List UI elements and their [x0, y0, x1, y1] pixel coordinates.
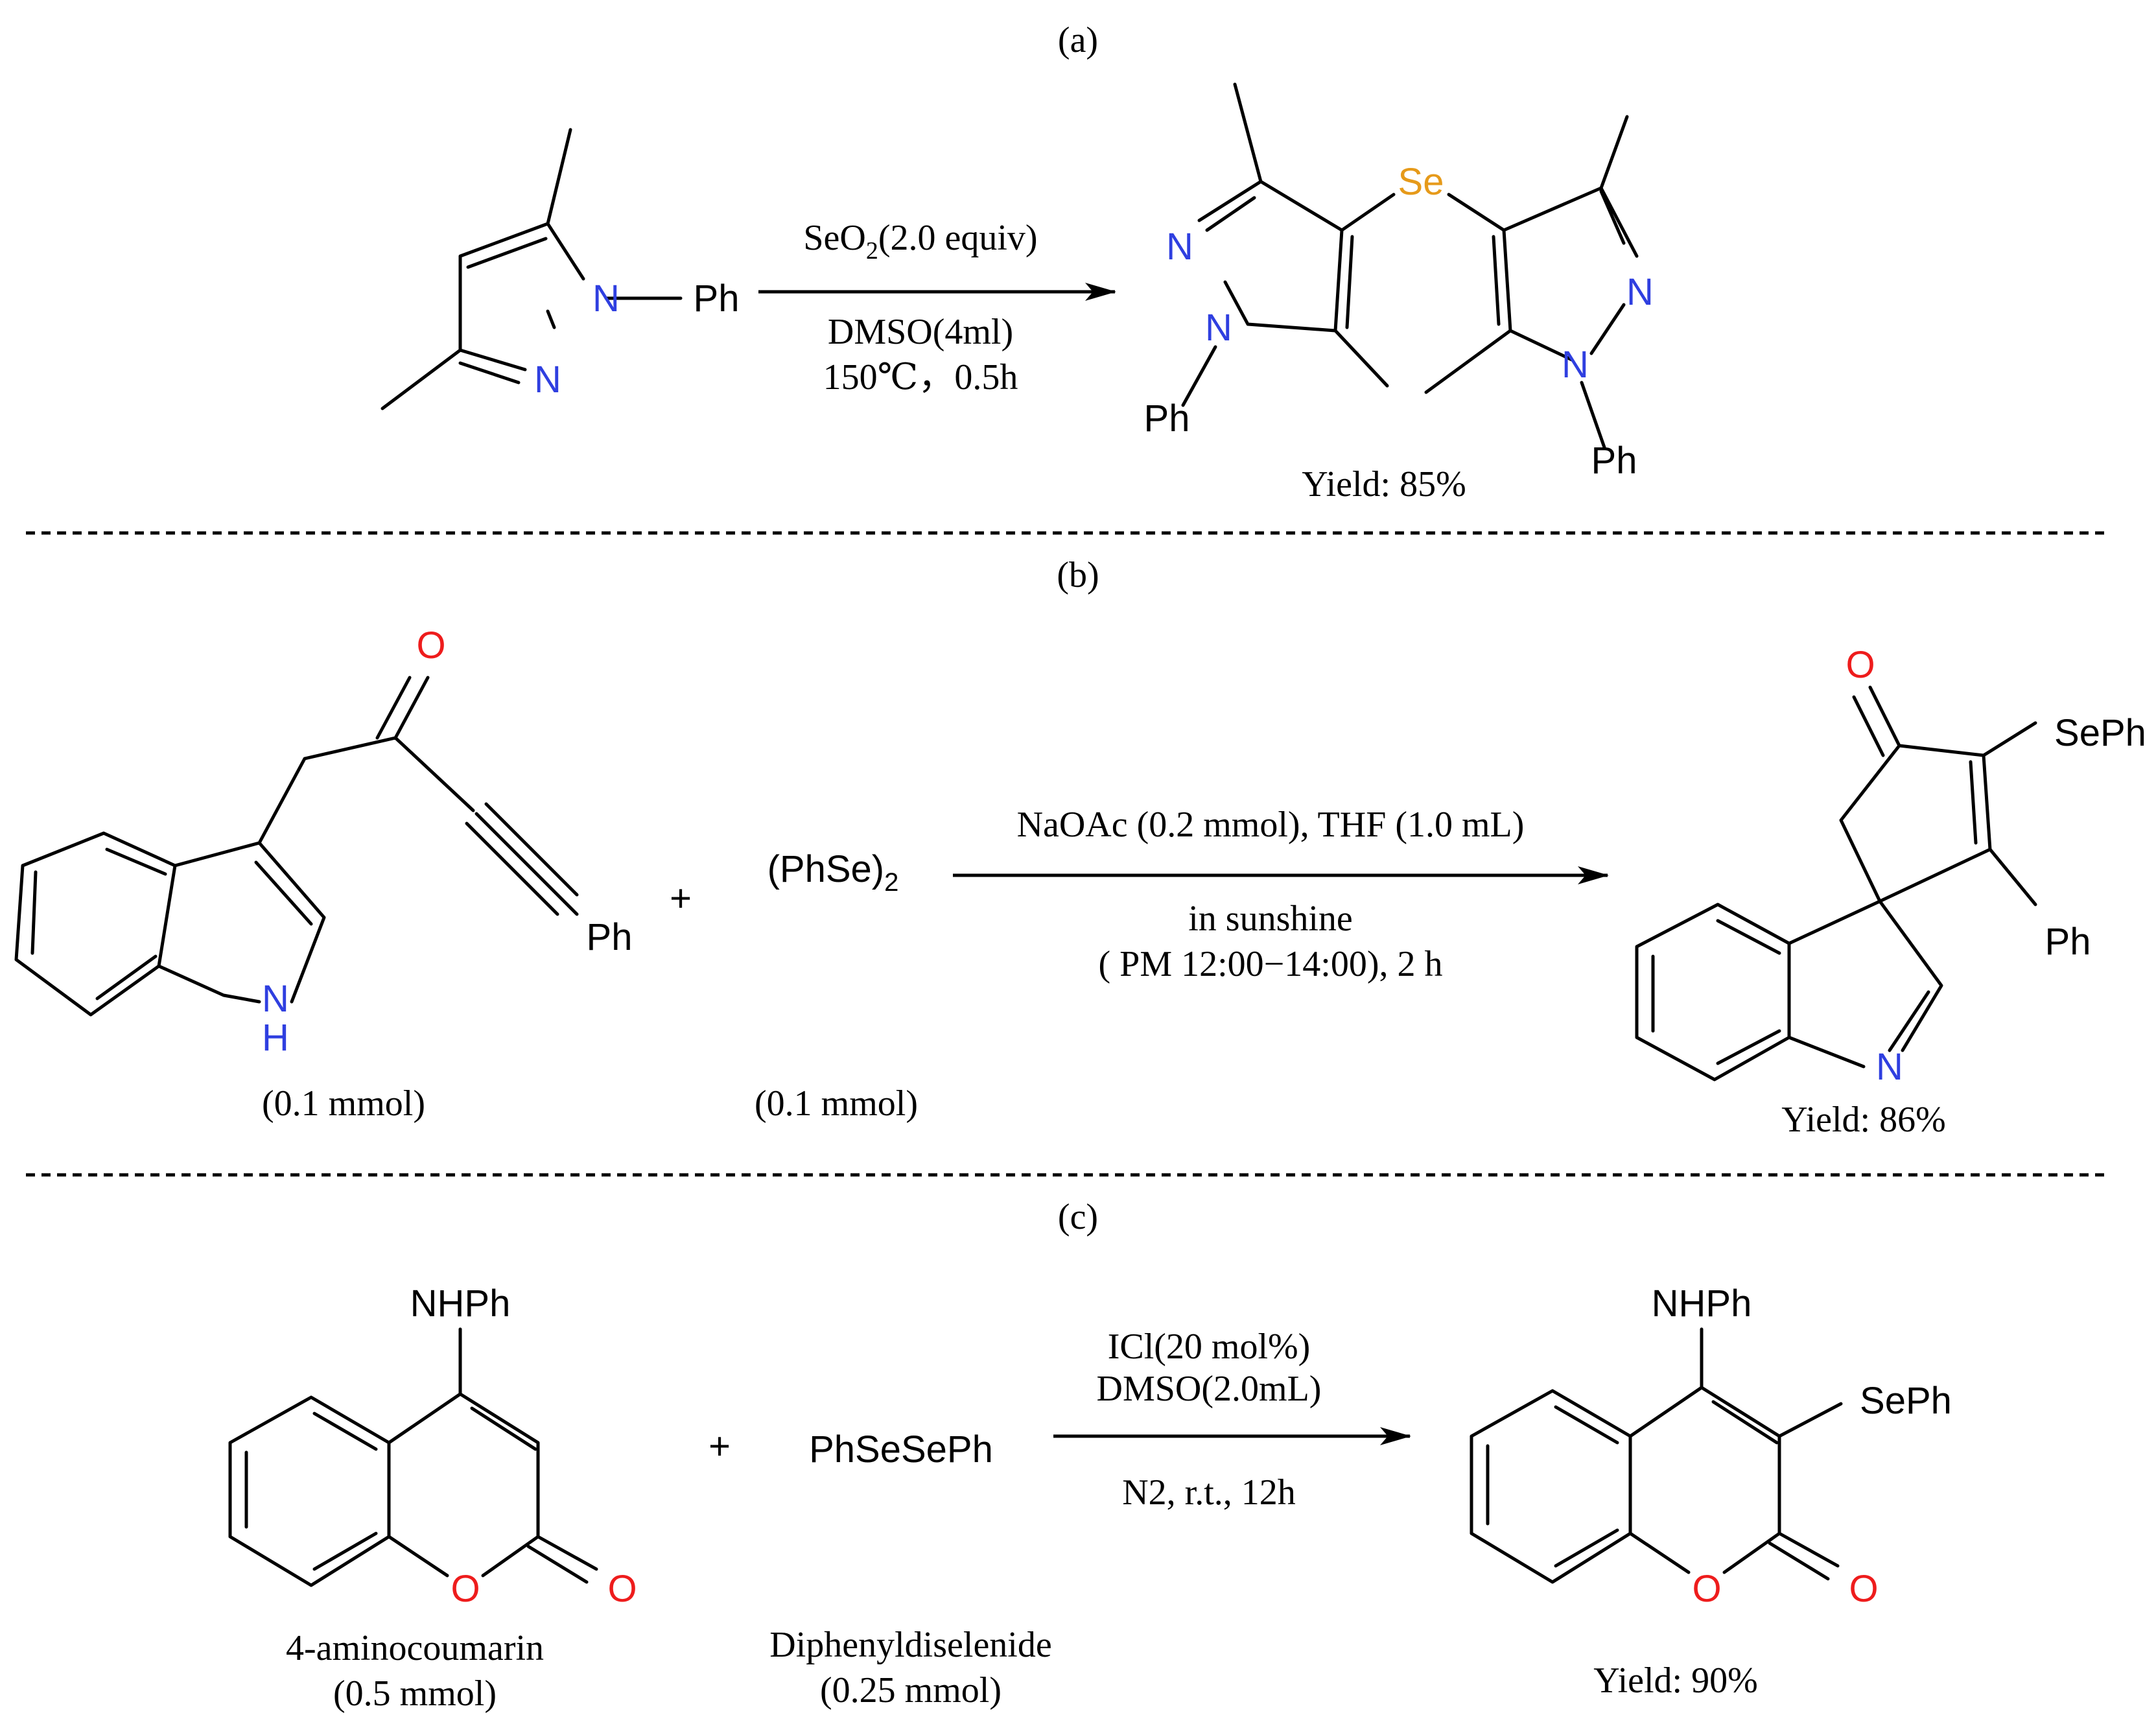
panel-a-conditions: SeO2(2.0 equiv) DMSO(4ml) 150℃，0.5h: [758, 218, 1116, 397]
panel-b-label: (b): [1057, 555, 1099, 595]
panel-c-substrate-name: 4-aminocoumarin: [286, 1628, 544, 1668]
panel-c-product-carbonyl-oxygen: O: [1849, 1568, 1878, 1610]
panel-a-conditions-bottom-2: 150℃，0.5h: [823, 357, 1018, 397]
panel-c-product-nhph: NHPh: [1652, 1283, 1752, 1325]
panel-a-conditions-bottom-1: DMSO(4ml): [828, 312, 1013, 352]
panel-c-product-ring-oxygen: O: [1692, 1568, 1721, 1610]
panel-b-product-seph: SePh: [2054, 712, 2146, 754]
panel-c-product-seph: SePh: [1860, 1380, 1952, 1422]
panel-c-yield: Yield: 90%: [1593, 1661, 1758, 1701]
panel-b-yield: Yield: 86%: [1781, 1100, 1946, 1140]
panel-b: (b) O Ph N H (0.1 mmol) + (PhSe)2 (0.1 m…: [14, 555, 2146, 1140]
panel-b-conditions: NaOAc (0.2 mmol), THF (1.0 mL) in sunshi…: [953, 805, 1609, 984]
panel-b-reagent: (PhSe)2: [767, 848, 899, 897]
panel-b-substrate: O Ph N H: [14, 624, 633, 1059]
panel-c-substrate-carbonyl-oxygen: O: [607, 1568, 637, 1610]
panel-c-substrate-amount: (0.5 mmol): [333, 1673, 497, 1714]
panel-a-reactant-ph: Ph: [694, 278, 740, 320]
panel-b-plus: +: [670, 877, 692, 919]
panel-c-reagent: PhSeSePh: [809, 1428, 993, 1471]
panel-c-reagent-name: Diphenyldiselenide: [769, 1625, 1051, 1665]
panel-a-conditions-top: SeO2(2.0 equiv): [803, 218, 1037, 265]
panel-a-product-ph-left: Ph: [1144, 397, 1190, 440]
panel-a-product-n-left-bottom: N: [1205, 307, 1232, 349]
panel-c-conditions: ICl(20 mol%) DMSO(2.0mL) N2, r.t., 12h: [1053, 1327, 1411, 1513]
panel-a-yield: Yield: 85%: [1302, 464, 1466, 504]
panel-b-substrate-ph: Ph: [587, 916, 633, 958]
panel-a: (a) N N Ph SeO2(2.0 equiv) DMSO(4ml) 150…: [381, 20, 1654, 504]
panel-b-substrate-amount: (0.1 mmol): [262, 1083, 425, 1124]
panel-c-conditions-top-2: DMSO(2.0mL): [1097, 1369, 1322, 1409]
panel-b-product-oxygen: O: [1845, 644, 1875, 686]
panel-b-conditions-bottom-1: in sunshine: [1188, 899, 1353, 939]
panel-c-substrate-ring-oxygen: O: [451, 1568, 480, 1610]
panel-b-substrate-nitrogen: N: [262, 978, 289, 1020]
panel-c-conditions-bottom: N2, r.t., 12h: [1122, 1472, 1296, 1513]
panel-a-product-n-right-top: N: [1626, 271, 1654, 313]
panel-b-substrate-oxygen: O: [416, 624, 445, 667]
panel-c-plus: +: [709, 1425, 731, 1467]
panel-b-product-ph: Ph: [2045, 921, 2091, 963]
panel-a-product-n-left-top: N: [1166, 226, 1193, 268]
panel-a-product-n-right-bottom: N: [1562, 344, 1589, 386]
panel-a-reactant-n1: N: [592, 278, 620, 320]
panel-c-conditions-top-1: ICl(20 mol%): [1108, 1327, 1311, 1367]
panel-c-product: NHPh SePh O O: [1470, 1283, 1952, 1610]
panel-b-substrate-hydrogen: H: [262, 1017, 289, 1059]
panel-c: (c) NHPh O O 4-aminocoumarin (0.5 mmol) …: [228, 1197, 1952, 1714]
panel-b-conditions-top: NaOAc (0.2 mmol), THF (1.0 mL): [1017, 805, 1525, 845]
panel-a-reactant-n2: N: [534, 359, 561, 401]
panel-a-product-ph-right: Ph: [1591, 440, 1637, 482]
panel-c-reagent-amount: (0.25 mmol): [820, 1670, 1002, 1710]
panel-a-product: N N Ph Se N N Ph: [1144, 82, 1654, 482]
panel-b-conditions-bottom-2: ( PM 12:00−14:00), 2 h: [1099, 944, 1443, 984]
panel-c-label: (c): [1058, 1197, 1098, 1237]
panel-b-reagent-amount: (0.1 mmol): [755, 1083, 918, 1124]
panel-a-label: (a): [1058, 20, 1098, 60]
panel-b-product-nitrogen: N: [1876, 1046, 1903, 1088]
panel-c-substrate-nhph: NHPh: [410, 1283, 511, 1325]
panel-b-product: O SePh Ph N: [1635, 644, 2146, 1088]
panel-a-reactant: N N Ph: [381, 128, 740, 410]
panel-a-product-se: Se: [1398, 161, 1444, 203]
panel-c-substrate: NHPh O O: [228, 1283, 637, 1610]
